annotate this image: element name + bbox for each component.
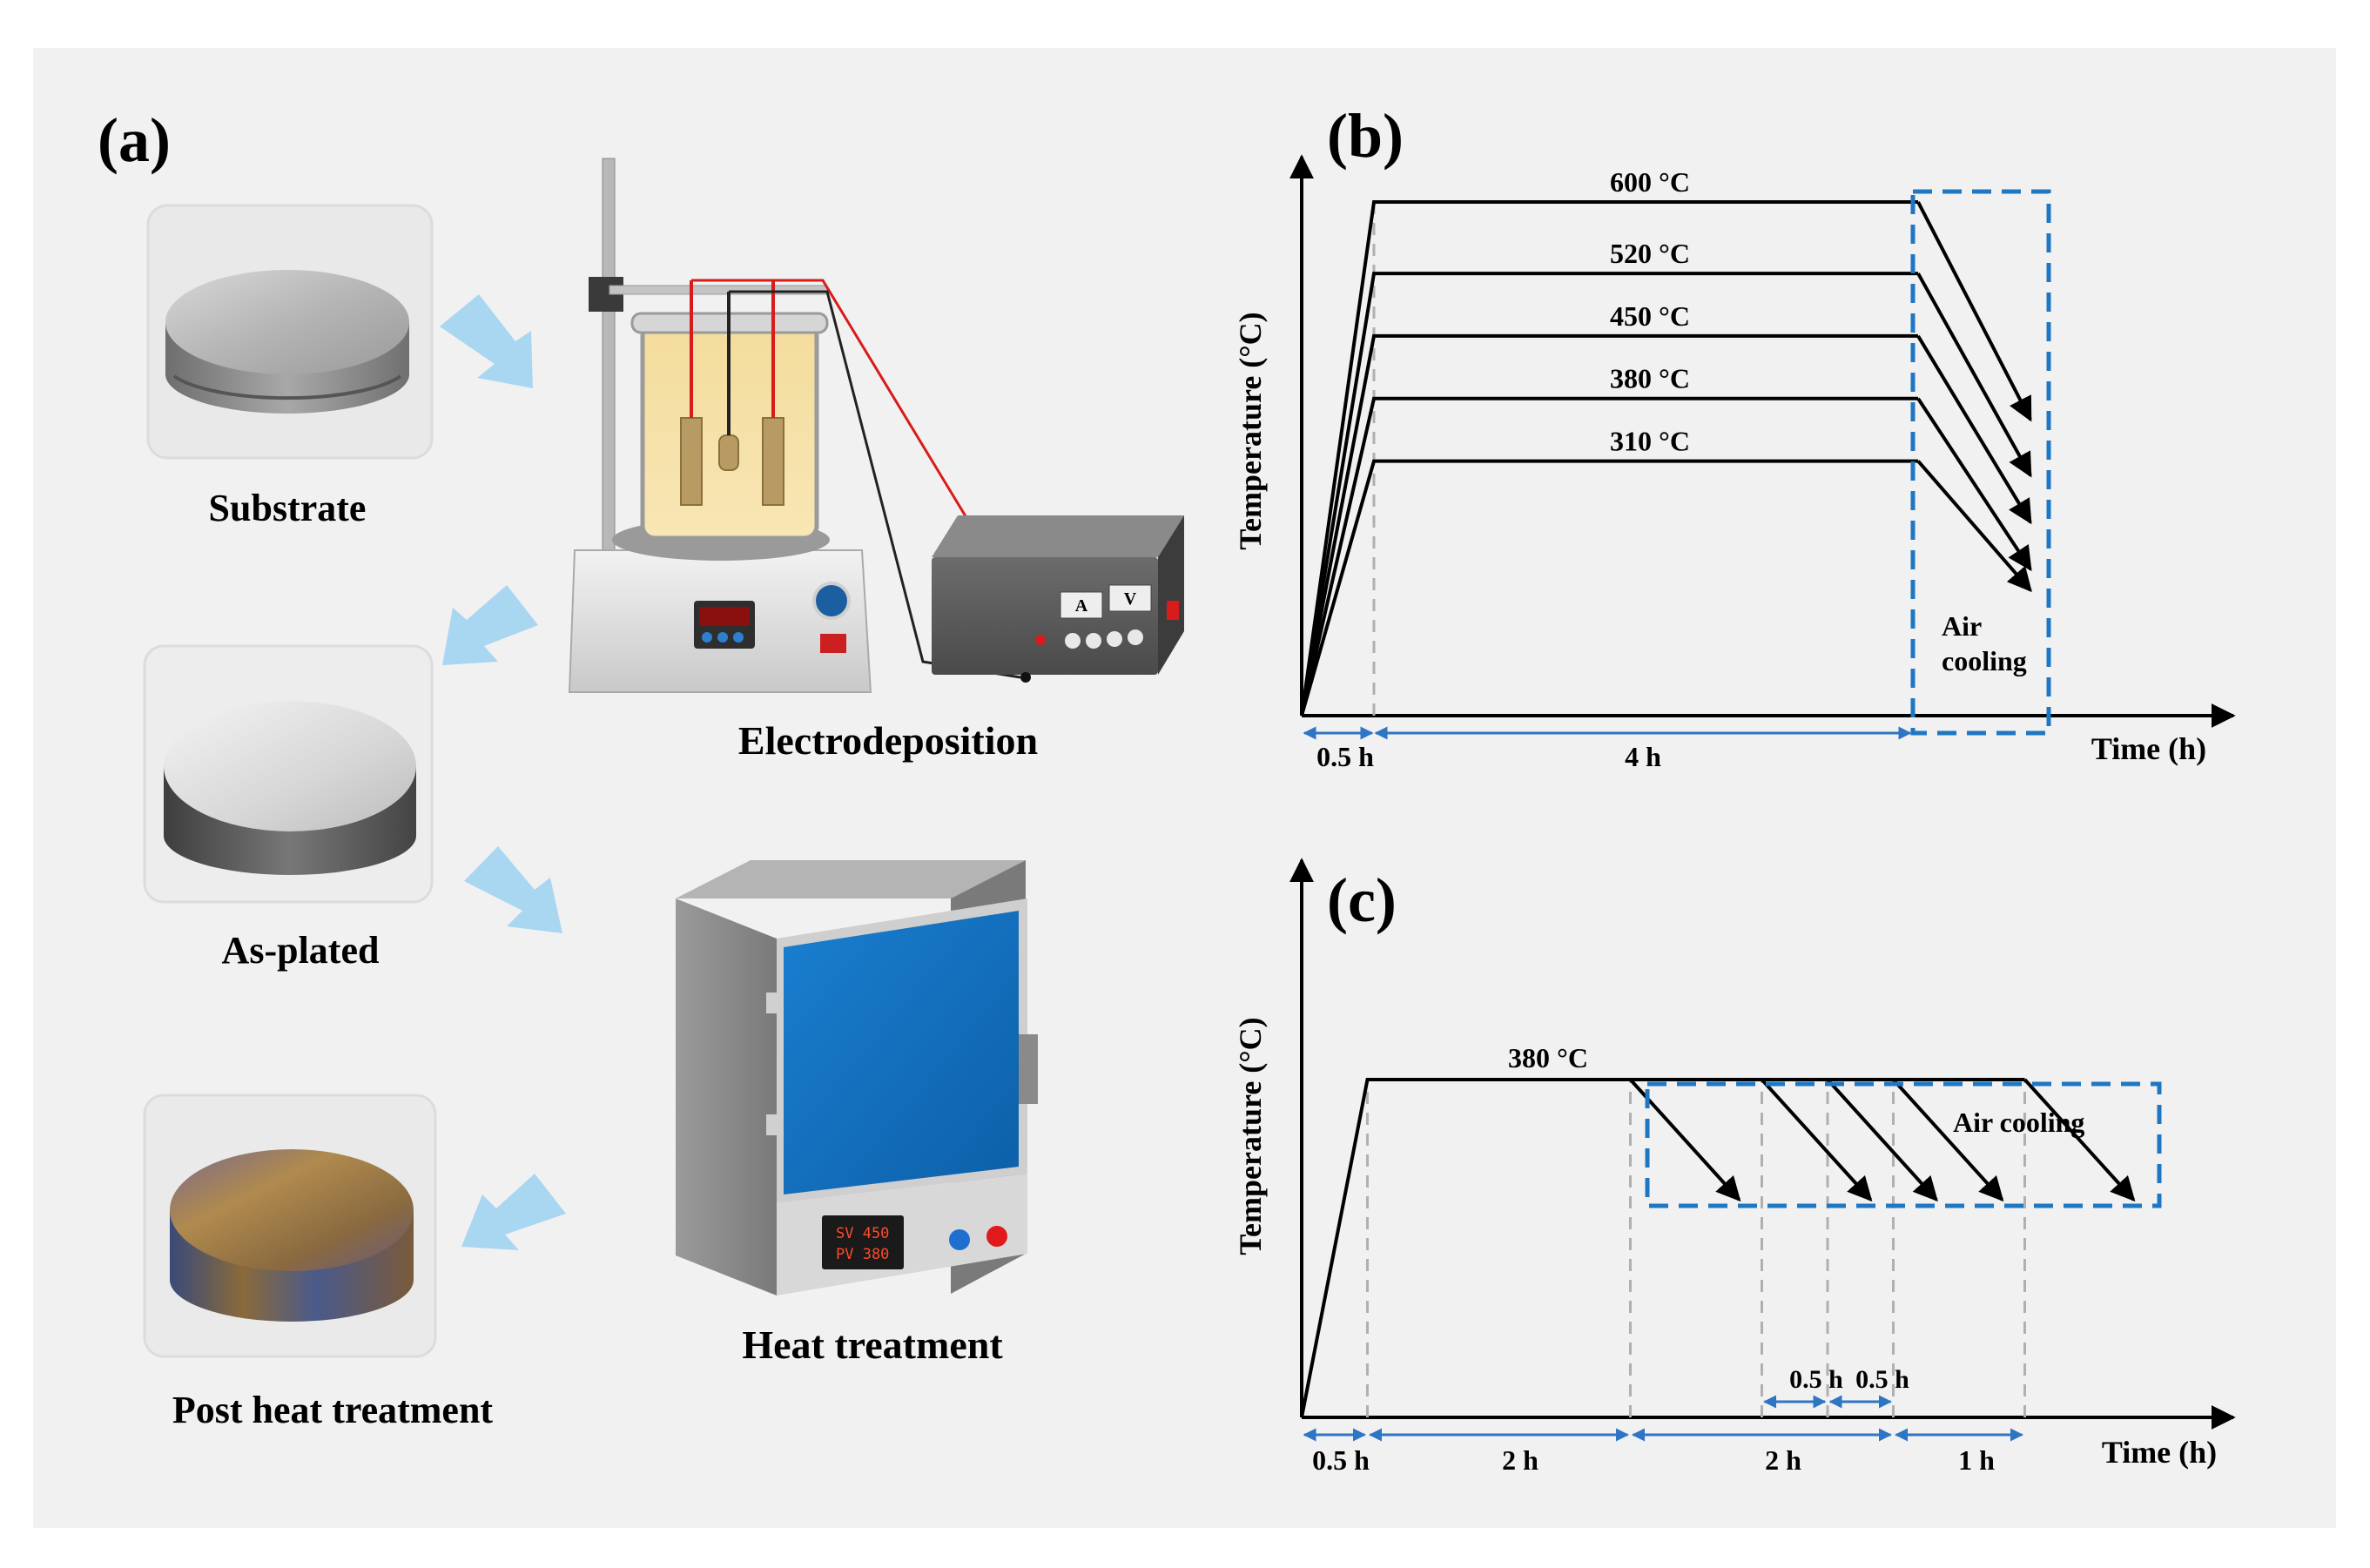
post-heat-treatment-photo [143,1094,437,1358]
c-sub-interval-label-2: 0.5 h [1855,1365,1909,1394]
flow-arrow-electrodeposition-to-as-plated [442,585,538,665]
flow-arrows [440,294,566,1250]
b-series-label-1: 520 °C [1610,238,1690,269]
panel-c-chart: (c) Temperature (°C) Time (h) 380 °C Air… [1233,858,2236,1476]
b-cooling-arrow-3 [1916,397,2032,572]
c-interval-label-2: 2 h [1502,1444,1538,1476]
b-series-label-0: 600 °C [1610,166,1690,198]
post-heat-treatment-label: Post heat treatment [172,1389,494,1431]
c-interval-label-1: 0.5 h [1312,1444,1370,1476]
substrate-photo [146,204,434,460]
b-series-line-2 [1300,333,1918,717]
b-series-group: 600 °C 520 °C 450 °C 380 °C 310 °C [1300,166,2032,717]
c-guide-group [1366,1080,2026,1417]
flow-arrow-as-plated-to-heat-treatment [464,846,562,933]
electrodeposition-label: Electrodeposition [738,718,1038,763]
furnace-display-sv: SV 450 [836,1225,889,1242]
substrate-label: Substrate [209,487,367,529]
c-cooling-arrow-3 [1892,1078,2004,1202]
panel-c-label: (c) [1327,865,1397,935]
b-cooling-arrow-0 [1916,201,2032,422]
c-cooling-arrow-2 [1826,1078,1938,1202]
flow-arrow-heat-treatment-to-post-heat [461,1174,566,1250]
c-series-label: 380 °C [1508,1042,1588,1073]
c-interval-label-3: 2 h [1765,1444,1801,1476]
flow-arrow-substrate-to-electrodeposition [440,294,533,388]
as-plated-label: As-plated [222,929,380,972]
heat-treatment-label: Heat treatment [742,1322,1003,1367]
b-y-axis-title: Temperature (°C) [1233,312,1268,549]
b-interval-0.5h-label: 0.5 h [1316,741,1374,772]
panel-b-chart: (b) Temperature (°C) Time (h) 600 °C 520 … [1233,101,2236,772]
b-air-cooling-label-1: Air [1942,610,1982,642]
c-cooling-arrow-1 [1761,1078,1873,1202]
b-cooling-arrow-4 [1916,460,2032,593]
ammeter-label: A [1075,596,1088,616]
panel-b-label: (b) [1327,101,1404,171]
b-series-label-4: 310 °C [1610,426,1690,457]
b-x-axis-title: Time (h) [2091,731,2206,766]
as-plated-photo [143,644,434,904]
b-cooling-arrow-1 [1916,273,2032,478]
voltmeter-label: V [1124,589,1137,609]
b-series-label-3: 380 °C [1610,363,1690,394]
c-y-axis-title: Temperature (°C) [1233,1017,1268,1255]
electrodeposition-setup-illustration: A V [568,158,1184,693]
b-air-cooling-label-2: cooling [1942,645,2027,676]
b-series-line-4 [1300,459,1918,717]
c-interval-label-4: 1 h [1958,1444,1995,1476]
b-series-label-2: 450 °C [1610,300,1690,332]
b-cooling-arrow-2 [1916,334,2032,525]
b-series-line-0 [1300,200,1918,717]
c-series-group: 380 °C [1300,1042,2136,1418]
c-cooling-arrow-4 [2023,1078,2136,1202]
b-interval-4h-label: 4 h [1625,741,1661,772]
panel-a: (a) Substrate As-plated Post heat treatm… [98,105,1184,1431]
furnace-display-pv: PV 380 [836,1246,889,1263]
c-air-cooling-box [1645,1081,2162,1208]
b-series-line-1 [1300,272,1918,717]
c-series-line [1300,1078,2025,1418]
c-air-cooling-label: Air cooling [1953,1107,2084,1138]
b-series-line-3 [1300,396,1918,717]
panel-a-label: (a) [98,105,171,175]
heat-treatment-furnace-illustration: SV 450 PV 380 [676,860,1038,1295]
c-sub-interval-label-1: 0.5 h [1789,1365,1843,1394]
c-x-axis-title: Time (h) [2102,1435,2217,1470]
b-air-cooling-box [1910,189,2051,736]
c-interval-group [1303,1395,2023,1442]
